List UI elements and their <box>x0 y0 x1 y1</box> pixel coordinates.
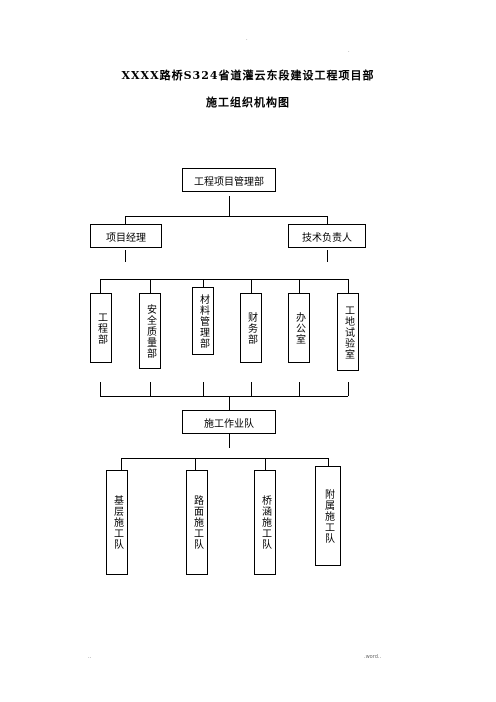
connector <box>150 279 151 293</box>
connector <box>121 458 328 459</box>
connector <box>327 216 328 226</box>
org-node-project-manager: 项目经理 <box>90 224 162 248</box>
org-node-materials-dept: 材料管理部 <box>192 287 214 355</box>
org-node-safety-quality-dept: 安全质量部 <box>139 293 161 369</box>
node-label: 路面施工队 <box>191 495 203 550</box>
connector <box>100 279 348 280</box>
node-label: 安全质量部 <box>144 303 156 359</box>
node-label: 技术负责人 <box>302 232 352 244</box>
org-node-construction-team: 施工作业队 <box>182 410 276 434</box>
connector <box>100 382 101 396</box>
connector <box>229 196 230 216</box>
connector <box>299 279 300 293</box>
connector <box>229 396 230 410</box>
node-label: 施工作业队 <box>204 418 254 430</box>
org-node-base-team: 基层施工队 <box>106 470 128 575</box>
org-node-site-lab: 工地试验室 <box>337 293 359 371</box>
org-node-engineering-dept: 工程部 <box>90 293 112 363</box>
node-label: 办公室 <box>293 311 305 345</box>
org-node-office: 办公室 <box>288 293 310 363</box>
connector <box>100 396 348 397</box>
footer-left-mark: .. <box>88 654 92 660</box>
node-label: 项目经理 <box>106 232 146 244</box>
connector <box>121 458 122 470</box>
connector <box>348 279 349 293</box>
connector <box>327 250 328 262</box>
node-label: 财务部 <box>245 311 257 345</box>
org-node-top: 工程项目管理部 <box>182 168 276 192</box>
org-node-pavement-team: 路面施工队 <box>186 470 208 575</box>
connector <box>229 434 230 448</box>
connector <box>251 279 252 293</box>
node-label: 工地试验室 <box>342 304 354 360</box>
node-label: 附属施工队 <box>322 488 334 544</box>
connector <box>299 382 300 396</box>
node-label: 工程项目管理部 <box>194 176 264 188</box>
chart-title: XXXX路桥S324省道灌云东段建设工程项目部 <box>121 69 375 82</box>
connector <box>125 250 126 262</box>
connector <box>150 382 151 396</box>
connector <box>251 382 252 396</box>
node-label: 基层施工队 <box>111 495 123 550</box>
connector <box>125 216 126 226</box>
org-node-finance-dept: 财务部 <box>240 293 262 363</box>
node-label: 桥涵施工队 <box>259 495 271 550</box>
connector <box>203 279 204 287</box>
connector <box>348 382 349 396</box>
connector <box>125 216 327 217</box>
top-mark-2: . <box>348 48 350 54</box>
node-label: 材料管理部 <box>197 293 209 349</box>
org-node-technical-lead: 技术负责人 <box>288 224 366 248</box>
connector <box>195 458 196 470</box>
chart-subtitle: 施工组织机构图 <box>206 96 290 109</box>
connector <box>265 458 266 470</box>
connector <box>100 279 101 293</box>
org-node-auxiliary-team: 附属施工队 <box>315 466 341 566</box>
node-label: 工程部 <box>95 311 107 345</box>
org-node-bridge-team: 桥涵施工队 <box>254 470 276 575</box>
connector <box>328 458 329 470</box>
connector <box>203 382 204 396</box>
footer-right-mark: .word.. <box>364 654 382 660</box>
top-mark-1: . <box>246 36 248 42</box>
